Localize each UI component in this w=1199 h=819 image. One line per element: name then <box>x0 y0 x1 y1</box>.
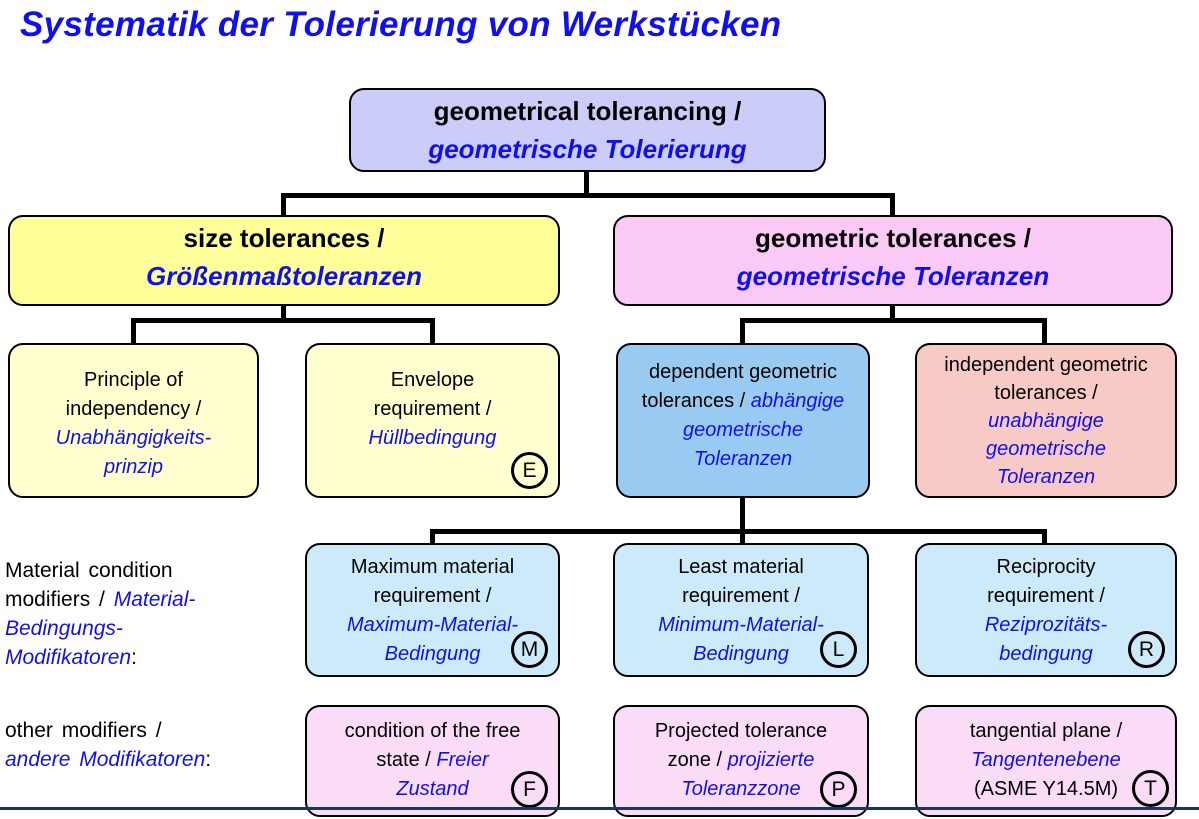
node-text-line: Projected tolerance <box>654 720 828 742</box>
node-least-material-requirement: Least material requirement / Minimum-Mat… <box>613 543 869 677</box>
connector-size-bar <box>131 318 435 323</box>
circled-T-icon: T <box>1132 770 1169 807</box>
label-line: andere Modifikatoren: <box>5 748 212 771</box>
connector-geometric-bar <box>740 318 1046 323</box>
node-maximum-material-requirement: Maximum material requirement / Maximum-M… <box>305 543 560 677</box>
node-text-line: state / Freier <box>376 749 489 771</box>
node-geometrical-tolerancing: geometrical tolerancing / geometrische T… <box>349 88 826 172</box>
connector-dependent-stem <box>740 496 745 544</box>
node-text-line: Bedingung <box>693 643 789 665</box>
page-title: Systematik der Tolerierung von Werkstück… <box>20 5 782 44</box>
circled-P-icon: P <box>820 771 857 808</box>
connector-level1-bar <box>281 193 895 198</box>
node-text-line: unabhängige <box>988 410 1104 432</box>
node-text-line: Reziprozitäts- <box>984 614 1108 636</box>
node-text-line: geometrische <box>985 438 1107 460</box>
label-line: Bedingungs- <box>5 617 123 640</box>
connector-drop-geometric <box>890 193 895 217</box>
node-text-line: Toleranzzone <box>681 778 801 800</box>
node-text-en: geometric tolerances / <box>755 223 1031 253</box>
node-text-line: zone / projizierte <box>667 749 815 771</box>
connector-drop-dependent <box>740 318 745 345</box>
connector-drop-independent <box>1042 318 1047 345</box>
node-size-tolerances: size tolerances / Größenmaßtoleranzen <box>8 215 560 306</box>
bottom-divider-line <box>0 807 1199 810</box>
circled-M-icon: M <box>511 631 548 668</box>
material-condition-modifiers-label: Material condition modifiers / Material-… <box>5 556 290 672</box>
node-text-line: requirement / <box>373 585 492 607</box>
node-text-line: tolerances / abhängige <box>641 390 845 412</box>
node-principle-of-independency: Principle of independency / Unabhängigke… <box>8 343 259 498</box>
node-geometric-tolerances: geometric tolerances / geometrische Tole… <box>613 215 1173 306</box>
node-text-line: dependent geometric <box>649 361 837 383</box>
label-line: Material condition <box>5 559 173 582</box>
node-text-line: Principle of <box>84 369 183 391</box>
node-text-de: geometrische Tolerierung <box>428 134 747 164</box>
node-text-line: Toleranzen <box>693 448 793 470</box>
connector-geometric-stem <box>890 304 895 322</box>
connector-drop-max-material <box>430 529 435 544</box>
node-text-line: independent geometric <box>944 354 1148 376</box>
other-modifiers-label: other modifiers / andere Modifikatoren: <box>5 716 300 774</box>
node-text-line: independency / <box>65 398 202 420</box>
node-text-line: Reciprocity <box>996 556 1096 578</box>
node-projected-tolerance-zone: Projected tolerance zone / projizierte T… <box>613 705 869 817</box>
connector-drop-principle <box>131 318 136 345</box>
node-text-line: requirement / <box>987 585 1105 607</box>
node-text-line: Maximum material <box>350 556 515 578</box>
connector-root-stem <box>584 170 589 197</box>
node-text-line: geometrische <box>682 419 804 441</box>
node-text-line: Hüllbedingung <box>368 427 497 449</box>
circled-L-icon: L <box>820 631 857 668</box>
node-text-line: Toleranzen <box>996 466 1096 488</box>
node-text-en: geometrical tolerancing / <box>433 96 742 126</box>
circled-E-icon: E <box>511 452 548 489</box>
connector-drop-envelope <box>430 318 435 345</box>
node-text-line: Envelope <box>390 369 475 391</box>
node-text-line: Least material <box>678 556 804 578</box>
node-envelope-requirement: Envelope requirement / Hüllbedingung E <box>305 343 560 498</box>
node-condition-of-free-state: condition of the free state / Freier Zus… <box>305 705 560 817</box>
node-independent-geometric-tolerances: independent geometric tolerances / unabh… <box>915 343 1177 498</box>
node-dependent-geometric-tolerances: dependent geometric tolerances / abhängi… <box>616 343 870 498</box>
circled-R-icon: R <box>1128 631 1165 668</box>
node-text-line: Minimum-Material- <box>658 614 824 636</box>
node-text-line: tolerances / <box>994 382 1098 404</box>
connector-drop-reciprocity <box>1042 529 1047 544</box>
node-tangential-plane: tangential plane / Tangentenebene (ASME … <box>915 705 1177 817</box>
node-text-line: Maximum-Material- <box>346 614 519 636</box>
connector-size-stem <box>281 304 286 322</box>
node-text-line: condition of the free <box>344 720 521 742</box>
node-text-line: (ASME Y14.5M) <box>973 778 1119 800</box>
connector-drop-size <box>281 193 286 217</box>
node-text-line: tangential plane / <box>969 720 1123 742</box>
node-text-line: Tangentenebene <box>971 749 1121 771</box>
node-text-line: bedingung <box>999 643 1093 665</box>
label-line: modifiers / Material- <box>5 588 196 611</box>
label-line: other modifiers / <box>5 719 162 742</box>
node-text-line: requirement / <box>373 398 492 420</box>
connector-modifier-bar <box>430 529 1047 534</box>
node-text-line: requirement / <box>682 585 800 607</box>
label-line: Modifikatoren: <box>5 646 137 669</box>
node-text-line: Unabhängigkeits- <box>55 427 212 449</box>
node-text-en: size tolerances / <box>183 223 385 253</box>
circled-F-icon: F <box>511 771 548 808</box>
node-text-line: Bedingung <box>384 643 481 665</box>
node-text-line: Zustand <box>396 778 469 800</box>
node-text-line: prinzip <box>104 456 163 478</box>
node-text-de: geometrische Toleranzen <box>736 261 1050 291</box>
node-text-de: Größenmaßtoleranzen <box>146 261 422 291</box>
node-reciprocity-requirement: Reciprocity requirement / Reziprozitäts-… <box>915 543 1177 677</box>
